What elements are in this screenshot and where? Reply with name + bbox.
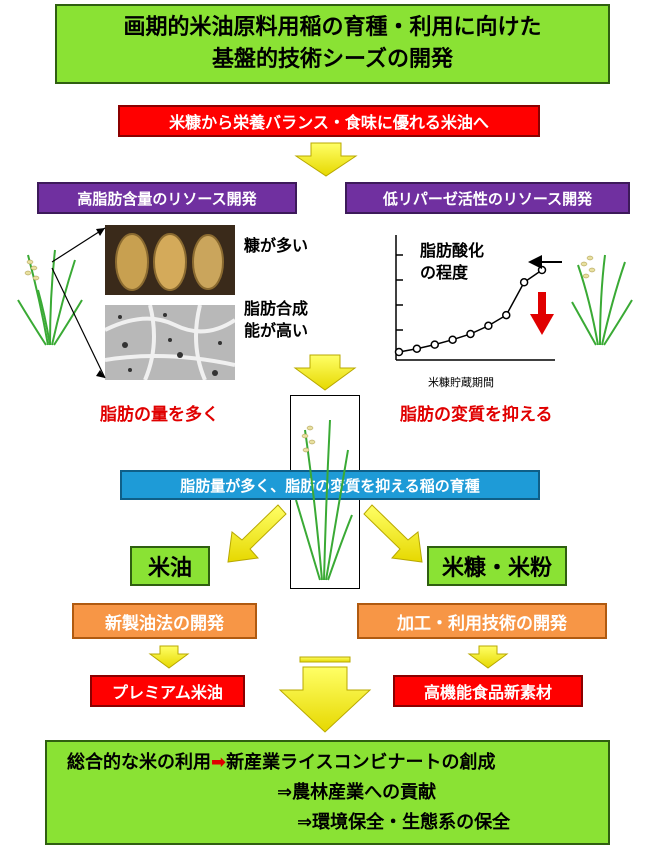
title-box: 画期的米油原料用稲の育種・利用に向けた 基盤的技術シーズの開発 <box>55 4 610 84</box>
arrow-small-left-icon <box>148 645 190 669</box>
connector-line-bottom <box>51 267 106 379</box>
summary-box: 総合的な米の利用➡新産業ライスコンビナートの創成 ⇒農林産業への貢献 ⇒環境保全… <box>45 740 610 845</box>
cell-micrograph <box>105 305 235 380</box>
arrow-goal-down-icon <box>294 142 358 177</box>
synthesis-label-line1: 脂肪合成 <box>244 299 309 318</box>
graph-xlabel: 米糠貯蔵期間 <box>428 376 494 389</box>
cell-micrograph-graphic <box>105 305 235 380</box>
title-line1: 画期的米油原料用稲の育種・利用に向けた <box>123 15 542 40</box>
connector-arrowhead-bottom-icon <box>96 370 105 378</box>
arrow-diagonal-right-icon <box>363 504 423 563</box>
graph-ylabel-line2: の程度 <box>420 263 469 282</box>
graph-point <box>448 335 457 344</box>
graph-red-arrow-head-icon <box>530 314 554 335</box>
summary-arrow-icon: ➡ <box>211 751 227 773</box>
summary-line1: 総合的な米の利用➡新産業ライスコンビナートの創成 <box>67 748 496 778</box>
connector-line-top <box>51 227 106 263</box>
synthesis-label: 脂肪合成 能が高い <box>244 298 308 342</box>
goal-box: 米糠から栄養バランス・食味に優れる米油へ <box>118 105 540 137</box>
premium-oil-box: プレミアム米油 <box>90 675 245 707</box>
left-resource-box: 高脂肪含量のリソース開発 <box>37 182 297 214</box>
graph-point <box>484 321 493 331</box>
summary-line3: ⇒環境保全・生態系の保全 <box>297 811 511 833</box>
arrow-big-down-icon <box>278 666 372 733</box>
bran-flour-box: 米糠・米粉 <box>427 546 567 586</box>
rice-grain-graphic <box>115 233 224 291</box>
graph-point <box>394 347 404 357</box>
functional-food-box: 高機能食品新素材 <box>393 675 583 707</box>
summary-line1a: 総合的な米の利用 <box>67 751 211 773</box>
graph-point <box>502 310 511 320</box>
graph-ylabel-line1: 脂肪酸化 <box>420 241 485 260</box>
left-rice-plant-icon <box>17 249 83 346</box>
rice-grain-photo <box>105 225 235 295</box>
breeding-box: 脂肪量が多く、脂肪の変質を抑える稲の育種 <box>120 470 540 500</box>
right-rice-grain-icon <box>580 255 596 279</box>
graph-point <box>519 278 529 287</box>
connector-arrowhead-top-icon <box>96 228 105 236</box>
graph-black-arrow-head-icon <box>528 255 542 269</box>
title-line2: 基盤的技術シーズの開発 <box>212 47 453 72</box>
summary-line2: ⇒農林産業への貢献 <box>277 781 437 803</box>
summary-line1b: 新産業ライスコンビナートの創成 <box>226 751 496 773</box>
graph-point <box>412 344 422 353</box>
arrow-resource-down-icon <box>293 354 357 391</box>
processing-box: 加工・利用技術の開発 <box>357 603 607 639</box>
synthesis-label-line2: 能が高い <box>244 321 309 340</box>
right-resource-box: 低リパーゼ活性のリソース開発 <box>345 182 630 214</box>
graph-red-arrow-shaft <box>538 292 546 314</box>
graph-ticks <box>396 254 403 331</box>
rice-oil-box: 米油 <box>130 546 210 586</box>
arrow-diagonal-left-icon <box>227 504 287 563</box>
arrow-big-cap-icon <box>299 656 351 663</box>
arrow-small-right-icon <box>467 645 509 669</box>
graph-point <box>466 329 475 339</box>
left-rice-grain-icon <box>24 259 40 281</box>
right-goal-text: 脂肪の変質を抑える <box>400 405 553 425</box>
left-goal-text: 脂肪の量を多く <box>100 405 219 425</box>
right-rice-plant-icon <box>571 254 633 346</box>
graph-ylabel: 脂肪酸化 の程度 <box>420 240 484 284</box>
graph-point <box>537 265 547 275</box>
graph-point <box>430 340 439 349</box>
new-method-box: 新製油法の開発 <box>72 603 257 639</box>
bran-label: 糠が多い <box>244 236 309 255</box>
